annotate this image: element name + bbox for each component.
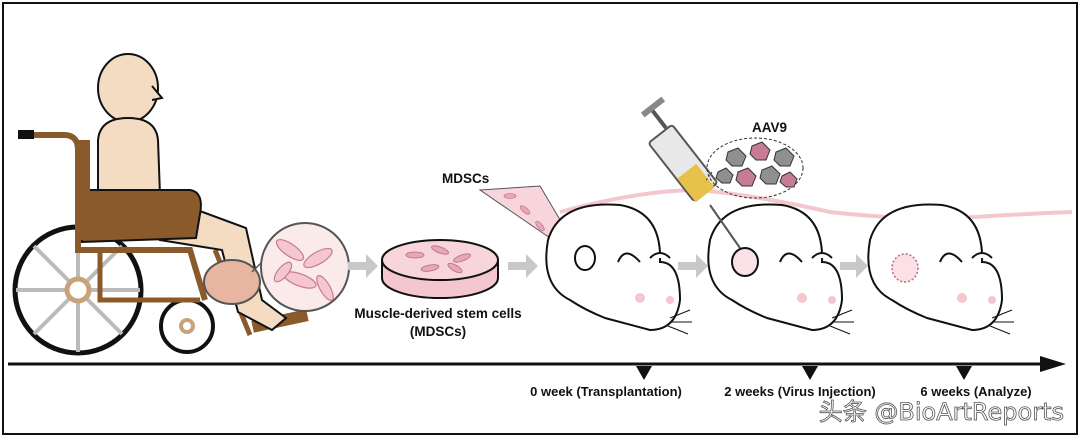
wheelchair-patient-illustration <box>12 53 350 356</box>
aav9-label: AAV9 <box>752 120 787 135</box>
mouse-virus-injection <box>707 203 854 335</box>
marker-0-week <box>636 366 652 380</box>
timeline-axis <box>8 356 1066 372</box>
mouse-transplant <box>545 203 692 335</box>
arrow-3 <box>678 254 708 278</box>
muscle-cells-label-line1: Muscle-derived stem cells <box>354 306 521 321</box>
marker-6-weeks <box>956 366 972 380</box>
mouse-tails <box>559 187 1073 221</box>
arrow-2 <box>508 254 538 278</box>
syringe-icon <box>640 96 741 249</box>
petri-dish-icon <box>381 239 499 299</box>
arrow-1 <box>348 254 378 278</box>
mouse-analyze <box>867 203 1014 335</box>
timeline-markers <box>636 366 972 380</box>
mdscs-label: MDSCs <box>442 171 489 186</box>
aav9-virus-cluster <box>704 137 804 199</box>
process-arrows <box>348 254 868 278</box>
timeline-label-6-weeks: 6 weeks (Analyze) <box>920 384 1031 399</box>
arrow-4 <box>840 254 868 278</box>
watermark-text: 头条 @BioArtReports <box>819 398 1064 426</box>
muscle-cells-label-line2: (MDSCs) <box>410 324 466 339</box>
marker-2-weeks <box>802 366 818 380</box>
timeline-label-0-week: 0 week (Transplantation) <box>530 384 682 399</box>
timeline-label-2-weeks: 2 weeks (Virus Injection) <box>724 384 875 399</box>
